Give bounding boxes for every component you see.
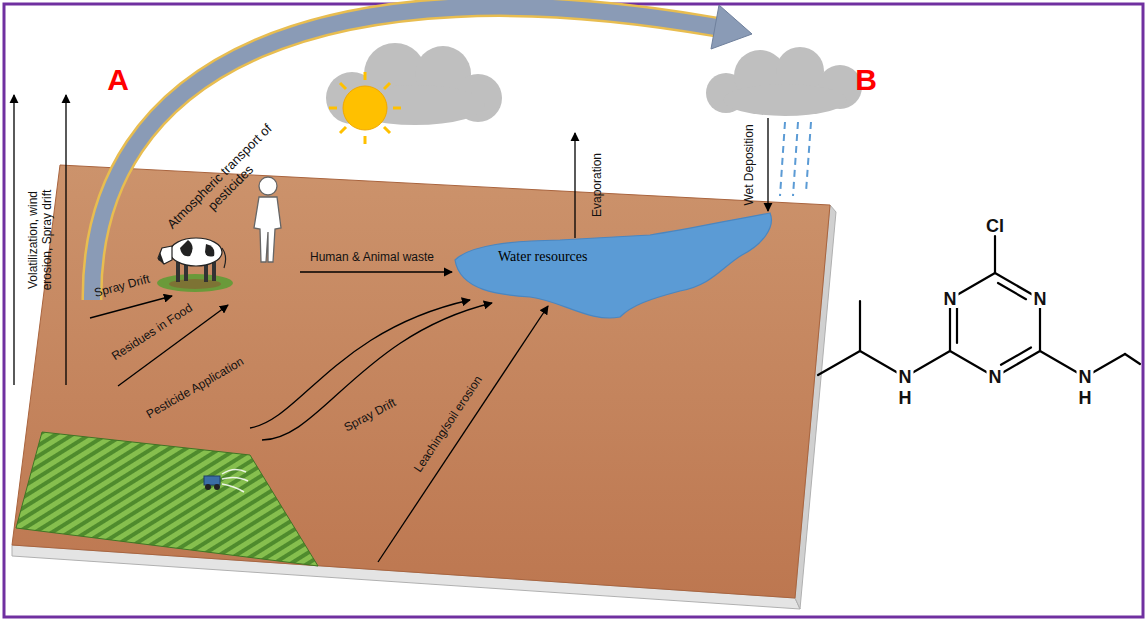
rain bbox=[780, 122, 811, 196]
sun bbox=[329, 72, 401, 144]
process-label: Volatilization, wind erosion, Spray drif… bbox=[26, 170, 55, 310]
water-outline bbox=[450, 205, 780, 325]
process-label: Human & Animal waste bbox=[310, 250, 434, 264]
crop-field bbox=[16, 432, 318, 566]
figure-frame bbox=[4, 4, 1143, 617]
rain-cloud bbox=[706, 47, 862, 116]
atom-label: Cl bbox=[984, 217, 1006, 235]
process-label: Evaporation bbox=[590, 153, 604, 217]
panel-letter: B bbox=[855, 62, 877, 98]
flow-arrow bbox=[14, 95, 768, 562]
water-body: Water resources bbox=[450, 205, 780, 325]
atom-label: N bbox=[1032, 290, 1049, 308]
land-slab bbox=[12, 165, 836, 609]
atom-label: N bbox=[897, 368, 914, 386]
atom-label: H bbox=[1077, 389, 1094, 407]
panel-letter: A bbox=[107, 62, 129, 98]
atom-label: N bbox=[1077, 368, 1094, 386]
water-label: Water resources bbox=[498, 249, 587, 266]
atom-label: H bbox=[897, 389, 914, 407]
cow-figure bbox=[157, 238, 233, 292]
atom-label: N bbox=[987, 368, 1004, 386]
atrazine-structure bbox=[818, 236, 1140, 377]
atom-label: N bbox=[942, 290, 959, 308]
human-figure bbox=[254, 177, 281, 262]
process-label: Wet Deposition bbox=[742, 124, 756, 205]
